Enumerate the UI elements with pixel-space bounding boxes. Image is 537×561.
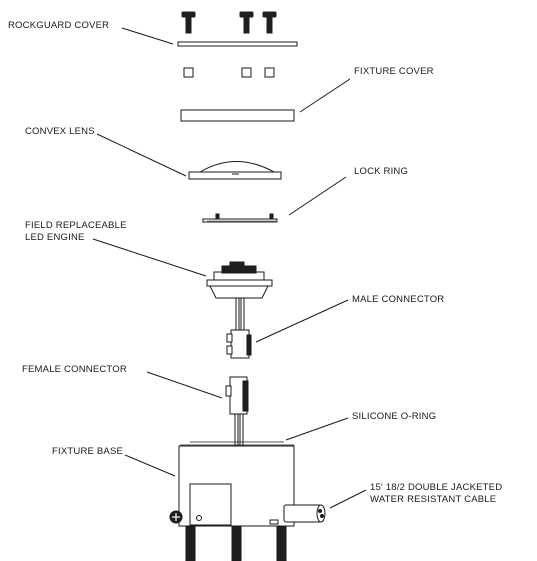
label-female-connector: FEMALE CONNECTOR bbox=[22, 364, 127, 375]
silicone-oring bbox=[180, 441, 294, 446]
rockguard-cover-leader bbox=[121, 27, 174, 45]
screw-left bbox=[181, 11, 196, 34]
cable-leader bbox=[329, 489, 367, 509]
label-fixture-base: FIXTURE BASE bbox=[52, 446, 124, 457]
fixture-base-body bbox=[169, 445, 295, 561]
silicone-oring-leader bbox=[285, 417, 349, 441]
label-cable-line2: WATER RESISTANT CABLE bbox=[370, 494, 497, 505]
label-cable-line1: 15' 18/2 DOUBLE JACKETED bbox=[370, 482, 503, 493]
label-led-engine-line1: FIELD REPLACEABLE bbox=[25, 220, 127, 231]
cable-stub bbox=[283, 504, 326, 523]
female-connector-leader bbox=[146, 371, 223, 399]
internal-wires bbox=[234, 413, 244, 447]
label-rockguard-cover: ROCKGUARD COVER bbox=[8, 20, 110, 31]
spacer-blocks bbox=[183, 67, 275, 78]
led-engine bbox=[206, 261, 273, 333]
led-engine-leader bbox=[92, 238, 207, 277]
screw-mid bbox=[239, 11, 254, 34]
fixture-cover-leader bbox=[299, 78, 351, 113]
rockguard-screws bbox=[181, 11, 277, 34]
male-connector bbox=[226, 329, 252, 359]
label-fixture-cover: FIXTURE COVER bbox=[354, 66, 434, 77]
label-male-connector: MALE CONNECTOR bbox=[352, 294, 445, 305]
label-convex-lens: CONVEX LENS bbox=[25, 126, 95, 137]
screw-right bbox=[262, 11, 277, 34]
convex-lens bbox=[188, 161, 282, 180]
fixture-cover bbox=[180, 109, 295, 122]
convex-lens-leader bbox=[96, 133, 187, 177]
rockguard-cover-plate bbox=[177, 41, 298, 47]
label-lock-ring: LOCK RING bbox=[354, 166, 409, 177]
male-connector-leader bbox=[255, 299, 349, 343]
label-silicone-oring: SILICONE O-RING bbox=[352, 411, 437, 422]
lock-ring-leader bbox=[288, 176, 347, 216]
label-led-engine-line2: LED ENGINE bbox=[25, 232, 85, 243]
lock-ring bbox=[202, 213, 278, 223]
fixture-base-leader bbox=[124, 454, 176, 477]
female-connector bbox=[225, 376, 249, 415]
